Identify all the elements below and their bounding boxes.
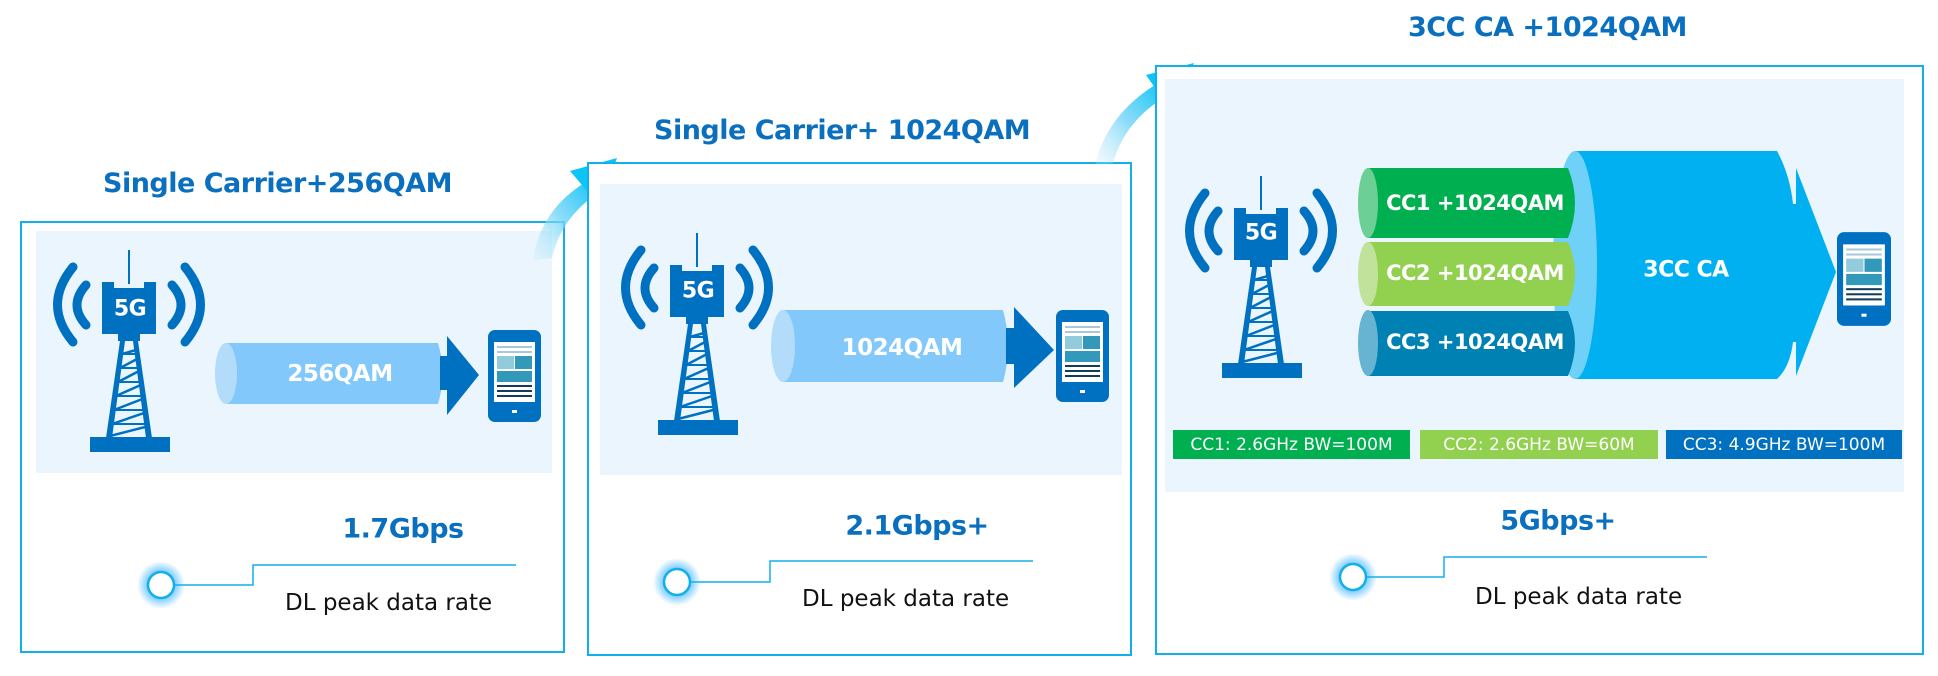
panel-1-peak-rate: 1.7Gbps [342,513,464,545]
5g-tower-icon [608,233,788,438]
smartphone-icon [488,330,541,422]
panel-2-rate-caption: DL peak data rate [802,586,1010,612]
tube-256qam-label: 256QAM [287,361,393,387]
bullet-connector [1329,553,1707,601]
panel-1-title: Single Carrier+256QAM [103,168,452,199]
cc2-tube-label: CC2 +1024QAM [1386,261,1564,285]
cc2-spec-badge: CC2: 2.6GHz BW=60M [1420,430,1658,459]
panel-3-rate-caption: DL peak data rate [1475,584,1683,610]
cc3-spec-badge: CC3: 4.9GHz BW=100M [1666,430,1902,459]
carrier-aggregation-tube [1358,151,1836,379]
5g-tower-icon [40,250,220,455]
bullet-connector [653,558,1033,606]
aggregate-ca-label: 3CC CA [1643,257,1729,283]
panel-3-title: 3CC CA +1024QAM [1408,12,1687,43]
cc1-spec-badge: CC1: 2.6GHz BW=100M [1173,430,1410,459]
smartphone-icon [1056,310,1109,402]
tube-1024qam [771,307,1054,388]
panel-1-rate-caption: DL peak data rate [285,590,493,616]
panel-2-peak-rate: 2.1Gbps+ [845,510,989,542]
smartphone-icon [1837,232,1891,326]
cc3-tube-label: CC3 +1024QAM [1386,330,1564,354]
tower-5g-label: 5G [113,296,147,322]
cc1-tube-label: CC1 +1024QAM [1386,191,1564,215]
tower-5g-label: 5G [681,278,715,304]
5g-tower-icon [1172,176,1352,381]
tube-1024qam-label: 1024QAM [841,335,963,361]
panel-2-title: Single Carrier+ 1024QAM [654,115,1031,146]
panel-3-peak-rate: 5Gbps+ [1500,505,1616,537]
tower-5g-label: 5G [1244,220,1278,246]
bullet-connector [137,561,516,609]
tube-256qam [215,336,479,415]
